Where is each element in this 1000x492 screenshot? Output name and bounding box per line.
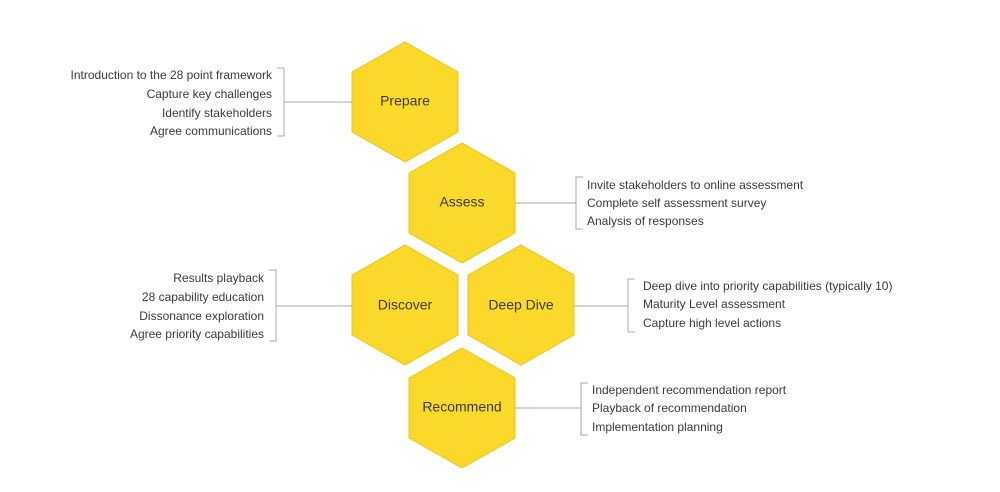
assess-item-1: Invite stakeholders to online assessment: [587, 178, 804, 192]
step-assess: Assess Invite stakeholders to online ass…: [408, 142, 804, 264]
prepare-label: Prepare: [380, 93, 430, 109]
step-discover: Discover Results playback 28 capability …: [130, 244, 459, 366]
discover-bracket: [269, 269, 277, 342]
step-recommend: Recommend Independent recommendation rep…: [408, 347, 787, 469]
deep-dive-bracket: [627, 278, 635, 333]
prepare-item-1: Introduction to the 28 point framework: [71, 68, 273, 82]
assess-item-2: Complete self assessment survey: [587, 196, 766, 210]
recommend-hexagon: [408, 347, 516, 469]
recommend-item-3: Implementation planning: [592, 420, 723, 434]
recommend-label: Recommend: [422, 399, 501, 415]
assess-item-3: Analysis of responses: [587, 214, 704, 228]
prepare-hexagon: [351, 41, 459, 163]
deep-dive-hexagon: [467, 244, 575, 366]
recommend-item-1: Independent recommendation report: [592, 383, 787, 397]
discover-item-4: Agree priority capabilities: [130, 327, 264, 341]
prepare-item-4: Agree communications: [150, 124, 272, 138]
step-prepare: Prepare Introduction to the 28 point fra…: [71, 41, 459, 163]
discover-item-1: Results playback: [173, 271, 265, 285]
discover-label: Discover: [378, 297, 433, 313]
deep-dive-label: Deep Dive: [488, 297, 554, 313]
prepare-item-2: Capture key challenges: [147, 87, 272, 101]
deep-dive-item-1: Deep dive into priority capabilities (ty…: [643, 279, 892, 293]
discover-hexagon: [351, 244, 459, 366]
recommend-item-2: Playback of recommendation: [592, 401, 747, 415]
prepare-bracket: [277, 67, 285, 137]
discover-item-3: Dissonance exploration: [139, 309, 264, 323]
prepare-item-3: Identify stakeholders: [162, 106, 272, 120]
deep-dive-item-2: Maturity Level assessment: [643, 297, 786, 311]
deep-dive-item-3: Capture high level actions: [643, 316, 781, 330]
assess-bracket: [575, 176, 583, 230]
assess-hexagon: [408, 142, 516, 264]
step-deep-dive: Deep Dive Deep dive into priority capabi…: [467, 244, 892, 366]
assess-label: Assess: [439, 194, 484, 210]
recommend-bracket: [580, 382, 588, 436]
discover-item-2: 28 capability education: [142, 290, 264, 304]
